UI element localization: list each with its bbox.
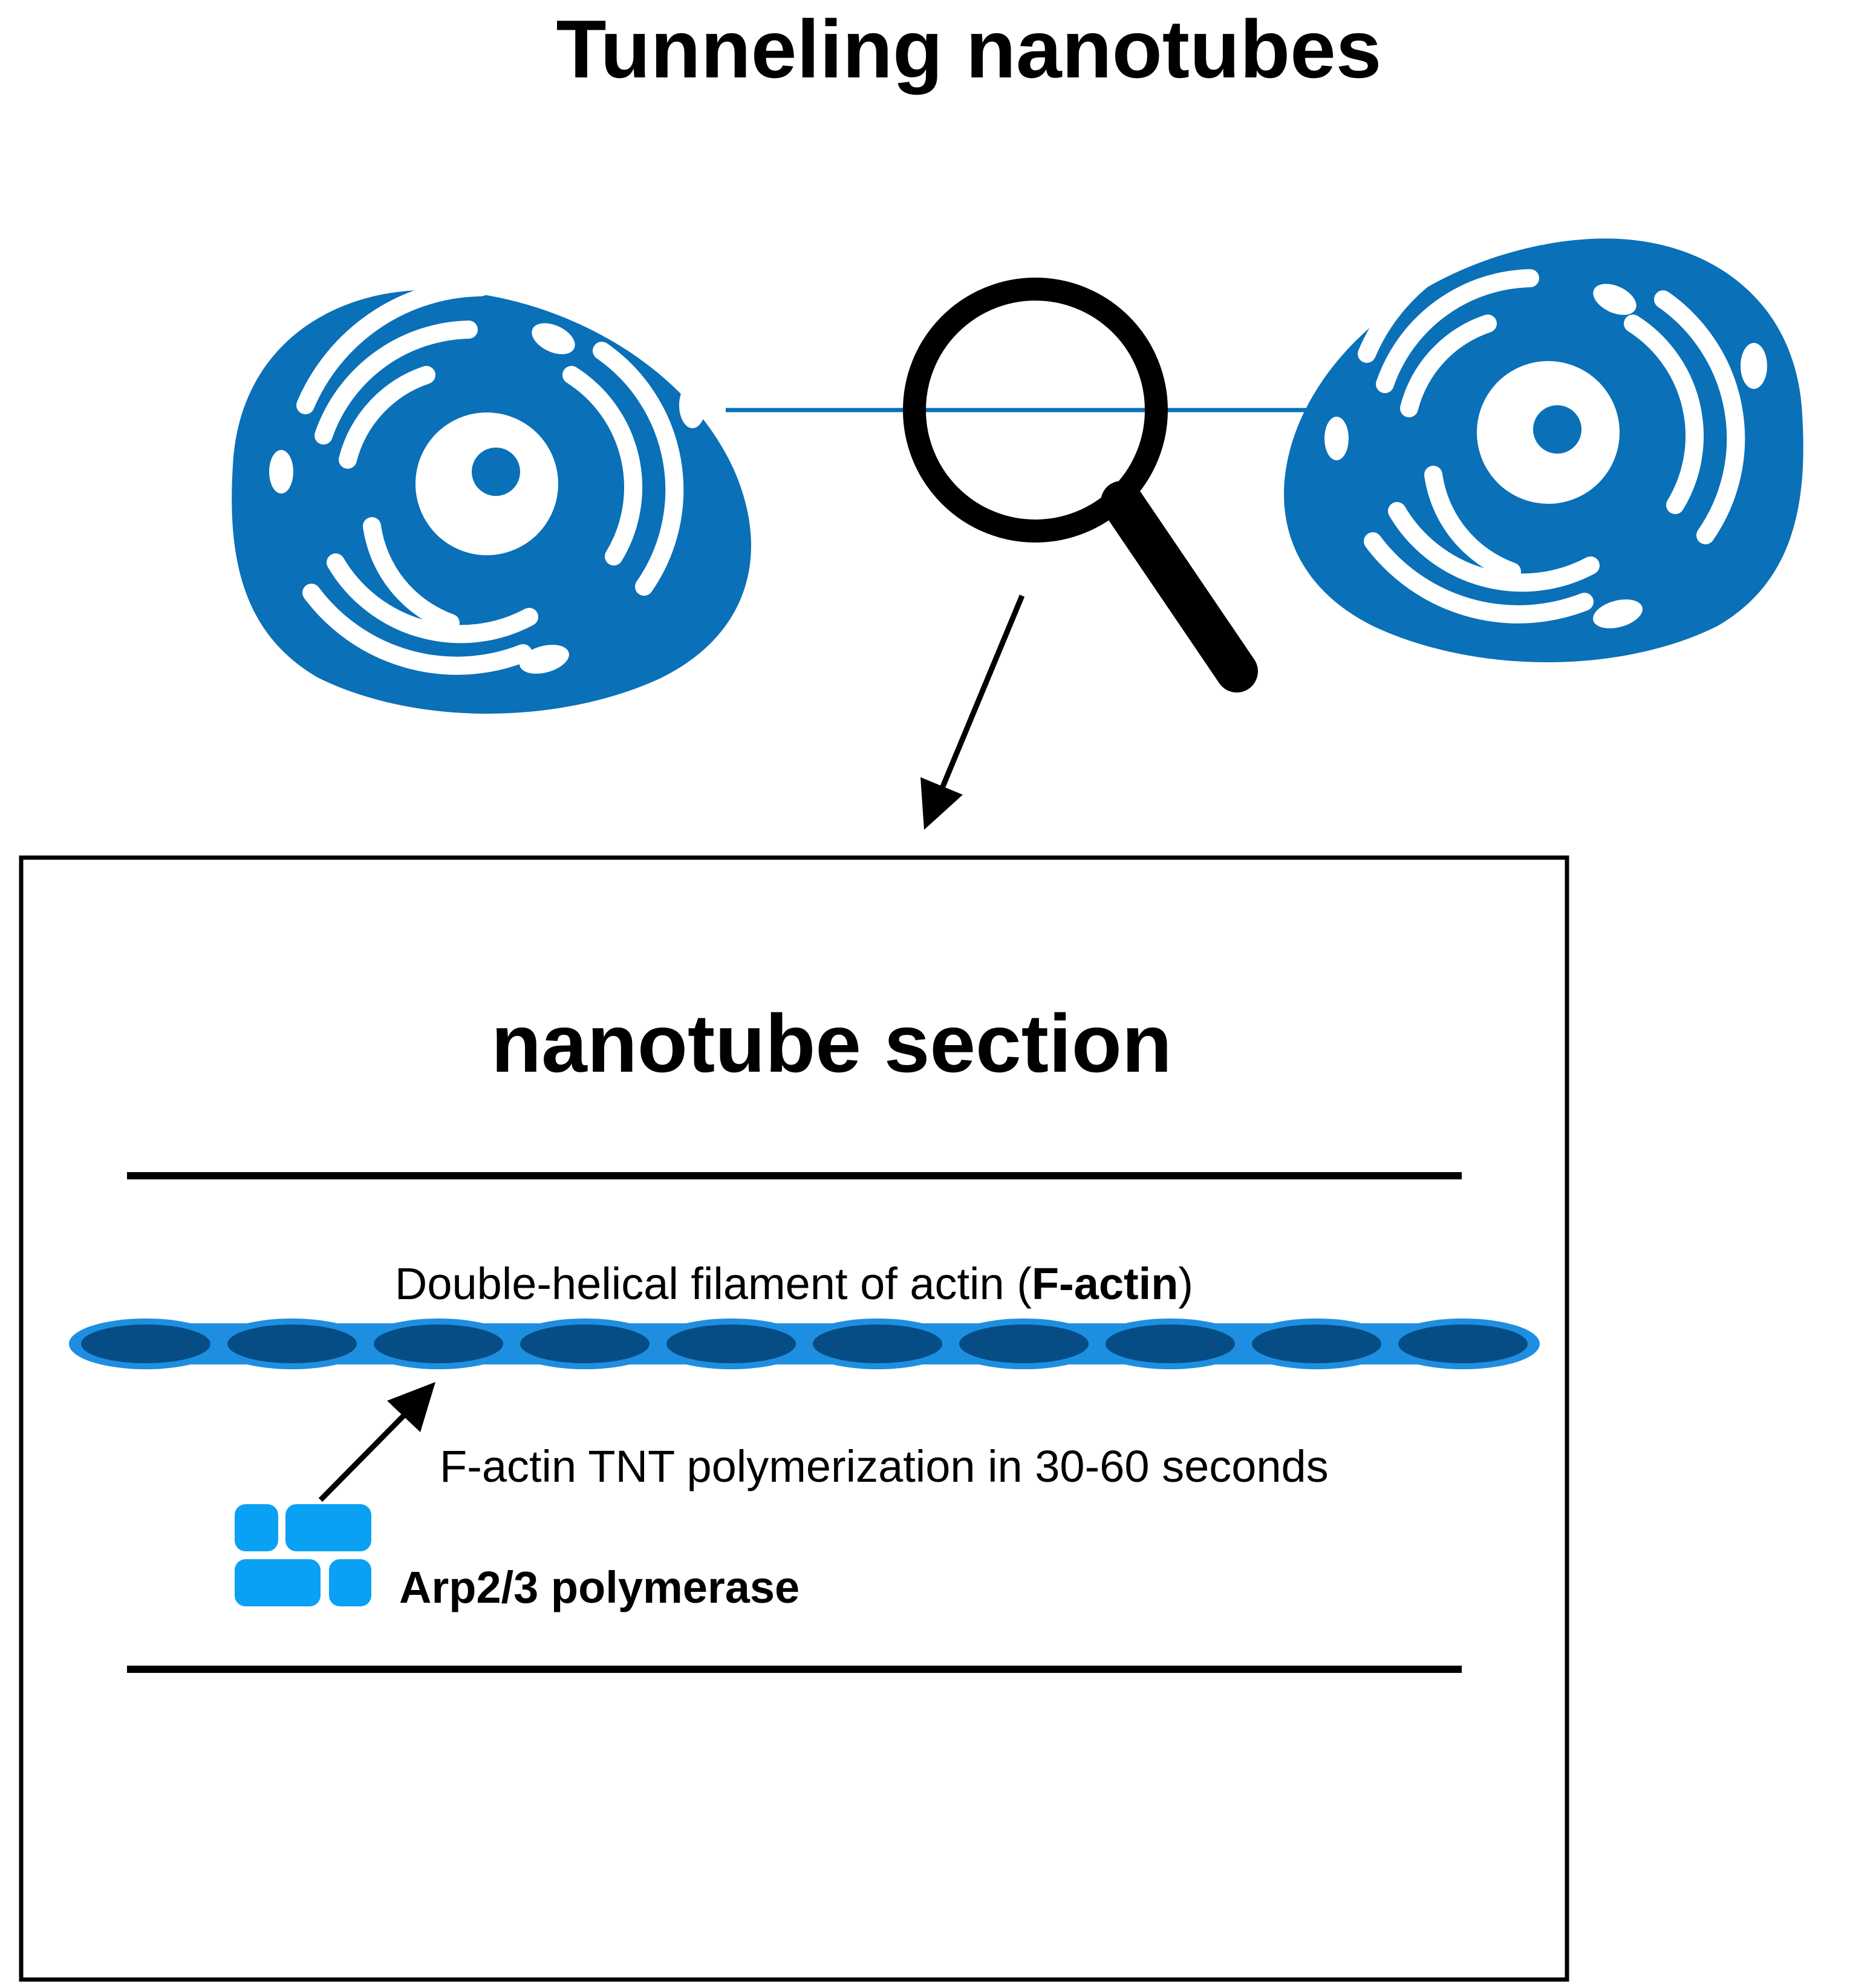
actin-bead	[227, 1325, 357, 1363]
arp2-3-complex-icon	[235, 1504, 371, 1606]
cell-left-icon	[232, 278, 751, 714]
page-title: Tunneling nanotubes	[556, 3, 1382, 95]
f-actin-filament	[69, 1318, 1540, 1369]
polymerization-note: F-actin TNT polymerization in 30-60 seco…	[440, 1441, 1329, 1491]
arp-label: Arp2/3 polymerase	[399, 1562, 800, 1612]
actin-bead	[374, 1325, 503, 1363]
zoom-arrow	[920, 595, 1025, 830]
actin-bead	[813, 1325, 942, 1363]
actin-bead	[1252, 1325, 1381, 1363]
polymerization-arrow	[318, 1382, 435, 1502]
magnifying-glass-icon	[903, 278, 1258, 693]
actin-bead	[959, 1325, 1089, 1363]
actin-bead	[1398, 1325, 1528, 1363]
actin-bead	[520, 1325, 650, 1363]
section-title: nanotube section	[491, 997, 1172, 1089]
filament-label-bold: F-actin	[1032, 1259, 1179, 1309]
filament-label-main: Double-helical filament of actin (	[395, 1259, 1032, 1309]
nanotube-section-box	[19, 855, 1569, 1982]
actin-bead	[1106, 1325, 1235, 1363]
filament-label-end: )	[1178, 1259, 1193, 1309]
cell-right-icon	[1284, 227, 1803, 662]
actin-bead	[666, 1325, 796, 1363]
actin-bead	[81, 1325, 210, 1363]
filament-label: Double-helical filament of actin (F-acti…	[395, 1259, 1193, 1309]
